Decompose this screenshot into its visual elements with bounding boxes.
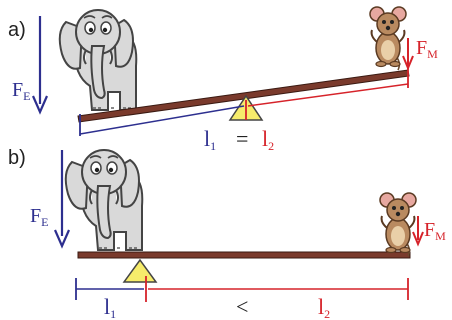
elephant-icon	[60, 10, 137, 110]
lever-right-label-b: l2	[318, 294, 330, 320]
panel-a-label: a)	[8, 19, 26, 41]
elephant-icon	[66, 150, 143, 250]
fulcrum-icon	[124, 260, 156, 282]
lever-beam-b	[78, 252, 410, 258]
relation-a: =	[236, 126, 248, 151]
relation-b: <	[236, 294, 248, 319]
lever-right-label-a: l2	[262, 126, 274, 153]
elephant-force-label-b: FE	[30, 205, 48, 229]
mouse-force-label-b: FM	[424, 219, 446, 243]
mouse-force-label-a: FM	[416, 37, 438, 61]
panel-b-label: b)	[8, 147, 26, 169]
elephant-force-label-a: FE	[12, 79, 30, 103]
mouse-icon	[370, 7, 406, 70]
mouse-icon	[380, 193, 416, 256]
lever-left-label-a: l1	[204, 126, 216, 153]
lever-left-label-b: l1	[104, 294, 116, 320]
